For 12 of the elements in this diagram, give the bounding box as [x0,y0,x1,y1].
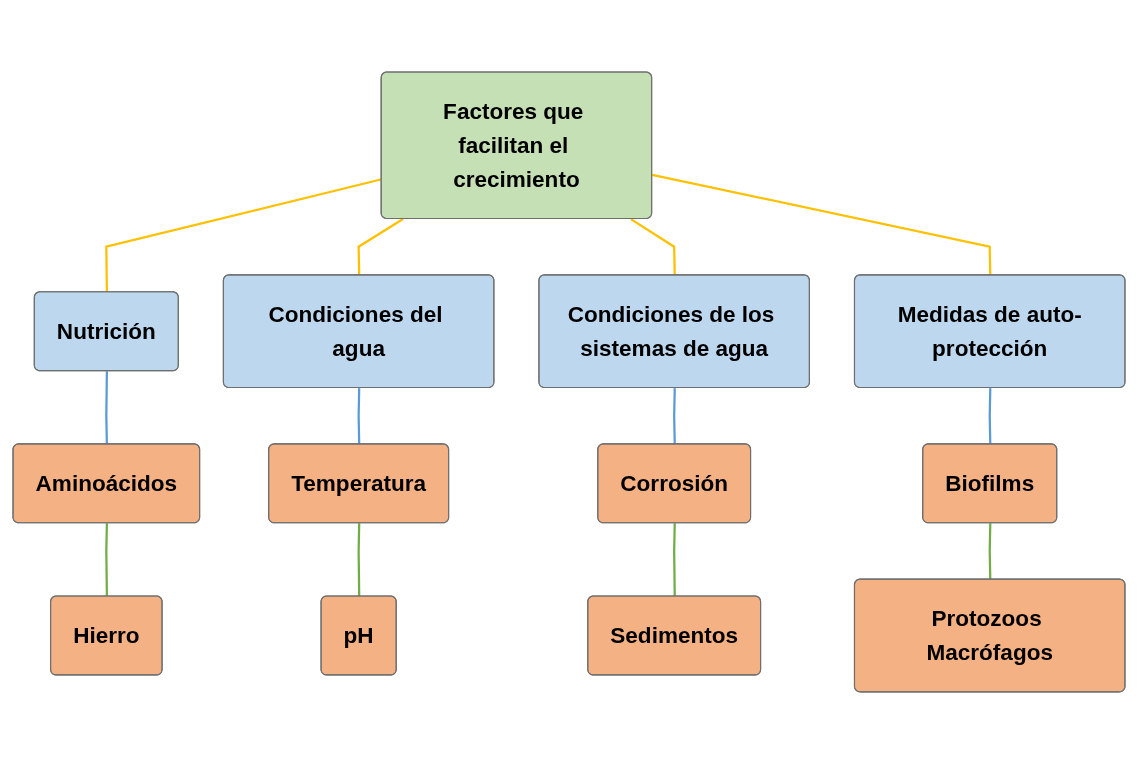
connector [673,522,676,597]
connector [357,522,361,597]
connector [105,177,382,292]
connector [357,387,361,445]
connector [673,387,676,445]
connector [651,173,992,276]
connector [105,370,109,445]
connector [105,522,109,597]
connector [988,387,992,445]
connector [988,522,992,580]
connector [630,217,676,276]
connector [357,217,404,276]
